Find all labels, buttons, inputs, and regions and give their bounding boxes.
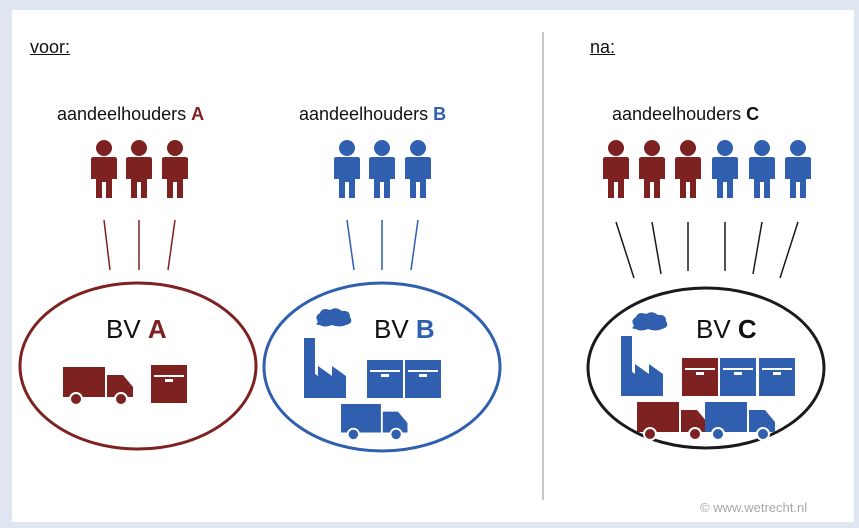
company-b-label: BV B [374, 314, 435, 345]
person-icon [603, 140, 629, 198]
box-icon [367, 360, 403, 398]
shareholders-b-icons [334, 140, 431, 198]
frame-left [0, 0, 12, 528]
company-a-text: BV [106, 314, 141, 344]
frame-top [0, 0, 859, 10]
shareholders-a-text: aandeelhouders [57, 104, 187, 124]
factory-icon [304, 338, 346, 398]
shareholders-c-text: aandeelhouders [612, 104, 742, 124]
company-a-label: BV A [106, 314, 167, 345]
company-c-text: BV [696, 314, 731, 344]
company-b-letter: B [415, 314, 435, 344]
person-icon [334, 140, 360, 198]
box-icon [405, 360, 441, 398]
watermark: © www.wetrecht.nl [700, 500, 808, 515]
truck-icon [704, 401, 776, 441]
box-icon [682, 358, 718, 396]
shareholders-a-icons [91, 140, 188, 198]
person-icon [405, 140, 431, 198]
factory-icon [621, 336, 663, 396]
truck-icon [636, 401, 708, 441]
smoke-cloud-icon [316, 308, 352, 327]
person-icon [712, 140, 738, 198]
company-b-ellipse [262, 281, 502, 453]
shareholders-a-letter: A [191, 104, 205, 124]
box-icon [151, 365, 187, 403]
shareholders-b-letter: B [433, 104, 447, 124]
shareholders-a-heading: aandeelhouders A [57, 104, 204, 125]
connector-lines-a [103, 219, 176, 271]
box-icon [759, 358, 795, 396]
person-icon [369, 140, 395, 198]
connector-lines-b [346, 219, 419, 271]
frame-bottom [0, 522, 859, 528]
person-icon [91, 140, 117, 198]
company-a-ellipse [18, 281, 258, 451]
person-icon [749, 140, 775, 198]
person-icon [675, 140, 701, 198]
person-icon [785, 140, 811, 198]
company-c-label: BV C [696, 314, 757, 345]
shareholders-b-heading: aandeelhouders B [299, 104, 446, 125]
before-label: voor: [30, 37, 71, 57]
shareholders-c-icons [603, 140, 811, 198]
company-c-letter: C [737, 314, 757, 344]
shareholders-b-text: aandeelhouders [299, 104, 429, 124]
shareholders-c-heading: aandeelhouders C [612, 104, 759, 125]
company-b-text: BV [374, 314, 409, 344]
company-c-ellipse [586, 286, 826, 450]
box-icon [720, 358, 756, 396]
truck-icon [340, 403, 409, 442]
person-icon [162, 140, 188, 198]
shareholders-c-letter: C [746, 104, 760, 124]
smoke-cloud-icon [632, 312, 668, 331]
truck-icon [62, 366, 134, 406]
connector-lines-c [615, 221, 799, 279]
person-icon [126, 140, 152, 198]
person-icon [639, 140, 665, 198]
after-label: na: [590, 37, 616, 57]
company-a-letter: A [147, 314, 167, 344]
frame-right [854, 0, 859, 528]
